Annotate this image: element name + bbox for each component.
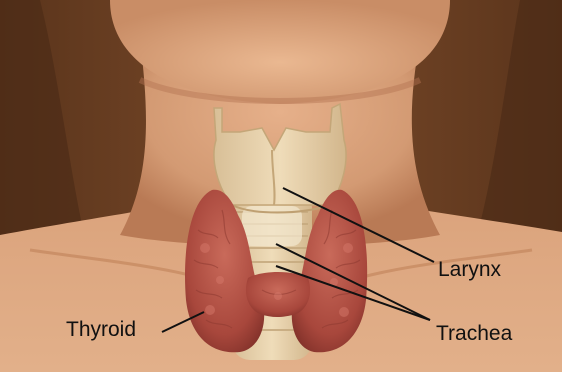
- larynx-label: Larynx: [438, 258, 502, 281]
- thyroid-label: Thyroid: [66, 318, 136, 341]
- trachea-label: Trachea: [436, 322, 513, 345]
